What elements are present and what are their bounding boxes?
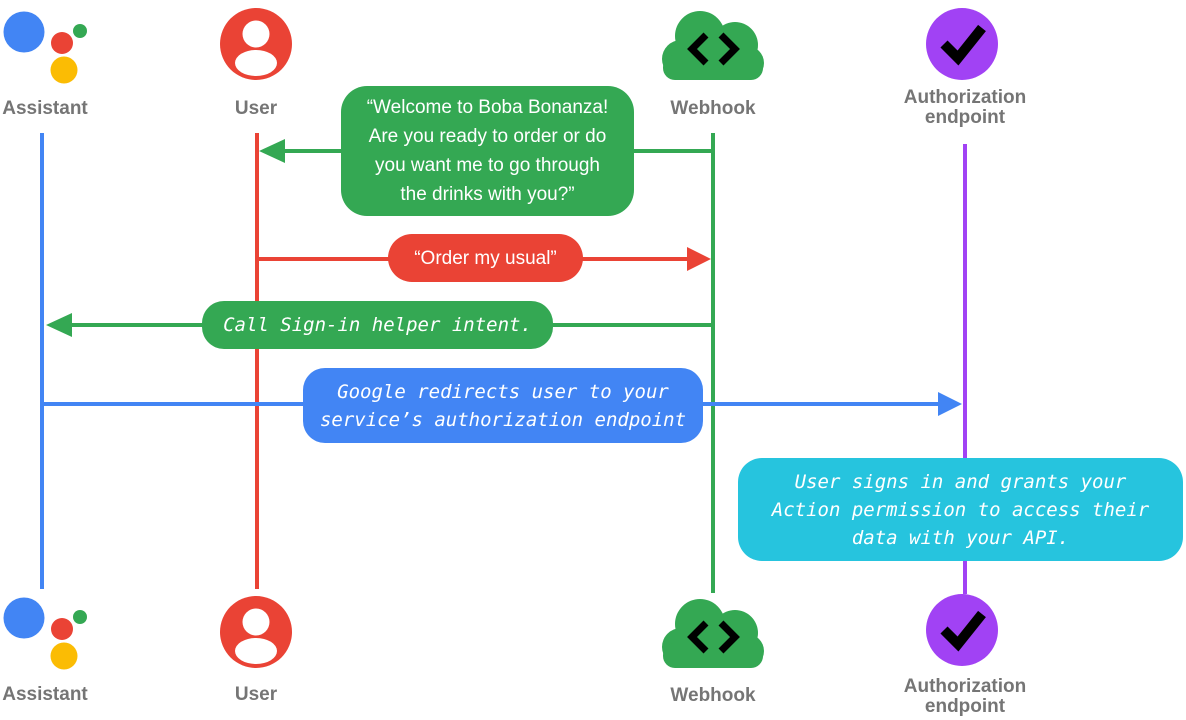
authorization-endpoint-label-top: Authorization endpoint [903,87,1027,128]
grant-note-box: User signs in and grants your Action per… [738,458,1183,561]
webhook-icon-bottom [662,599,764,668]
authorization-endpoint-icon-bottom [926,594,998,666]
order-arrowhead-icon [687,247,711,271]
user-label-bottom: User [234,684,278,705]
webhook-lifeline [711,133,715,593]
redirect-arrowhead-icon [938,392,962,416]
signin-helper-box: Call Sign-in helper intent. [202,301,553,349]
webhook-label-bottom: Webhook [670,685,756,706]
assistant-icon-top [3,11,87,84]
order-message-box: “Order my usual” [388,234,583,282]
welcome-arrowhead-icon [259,139,285,163]
user-label-top: User [234,98,278,119]
authorization-endpoint-label-bottom: Authorization endpoint [903,676,1027,717]
assistant-icon-bottom [3,597,87,670]
assistant-lifeline [40,133,44,589]
signin-arrowhead-icon [46,313,72,337]
webhook-label-top: Webhook [670,98,756,119]
authorization-endpoint-lifeline [963,144,967,594]
authorization-endpoint-icon-top [926,8,998,80]
welcome-message-box: “Welcome to Boba Bonanza! Are you ready … [341,86,634,216]
user-lifeline [255,133,259,589]
user-icon-top [220,8,292,80]
redirect-message-box: Google redirects user to your service’s … [303,368,703,443]
assistant-label-bottom: Assistant [2,684,88,705]
assistant-label-top: Assistant [2,98,88,119]
webhook-icon-top [662,11,764,80]
user-icon-bottom [220,596,292,668]
